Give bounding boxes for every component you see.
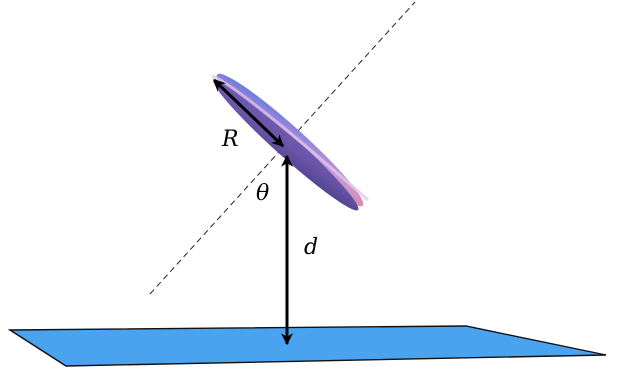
disk-axis-dashed-line (149, 1, 416, 295)
distance-label: d (304, 235, 318, 260)
ground-plane (7, 325, 607, 367)
angle-label: θ (256, 181, 269, 206)
radius-label: R (221, 127, 239, 152)
radius-arrow (212, 78, 285, 148)
